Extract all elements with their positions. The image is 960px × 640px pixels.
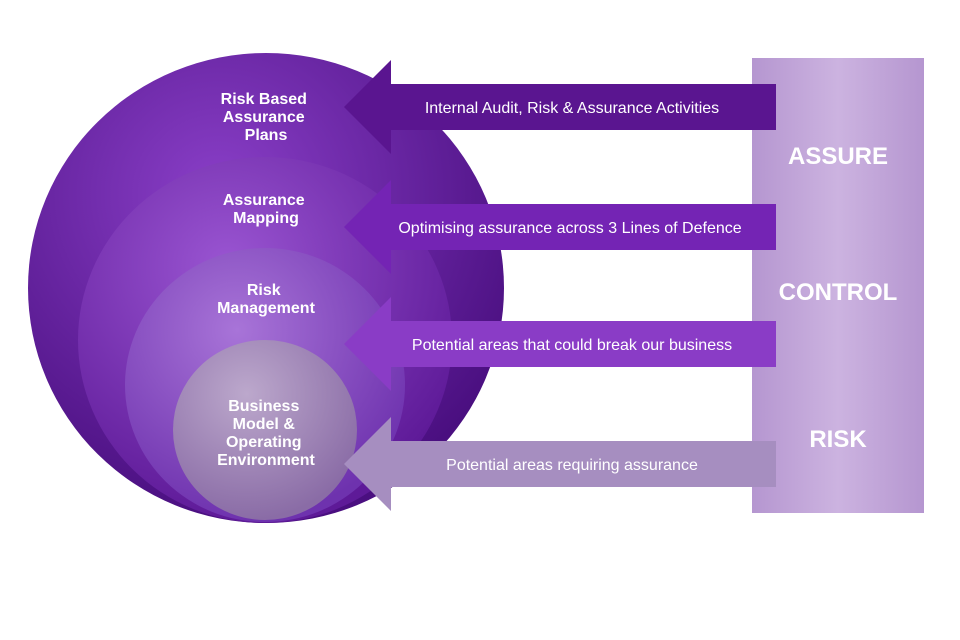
side-bar (752, 58, 924, 513)
arrow-potential-break: Potential areas that could break our bus… (344, 297, 776, 391)
side-label-control: CONTROL (779, 279, 898, 306)
side-label-risk: RISK (809, 426, 867, 453)
arrow-label-requiring-assurance: Potential areas requiring assurance (446, 457, 698, 474)
circle-label-risk-management: Risk Management (217, 282, 315, 317)
arrow-requiring-assurance: Potential areas requiring assurance (344, 417, 776, 511)
arrow-label-internal-audit: Internal Audit, Risk & Assurance Activit… (425, 100, 719, 117)
arrow-label-potential-break: Potential areas that could break our bus… (412, 337, 732, 354)
arrow-internal-audit: Internal Audit, Risk & Assurance Activit… (344, 60, 776, 154)
circle-label-mapping: Assurance Mapping (223, 192, 309, 227)
arrow-label-optimising-assurance: Optimising assurance across 3 Lines of D… (398, 220, 741, 237)
side-label-assure: ASSURE (788, 143, 888, 170)
circle-label-business-model: Business Model & Operating Environment (217, 398, 315, 469)
circle-business-model (173, 340, 357, 520)
circle-label-plans: Risk Based Assurance Plans (221, 91, 312, 144)
arrow-optimising-assurance: Optimising assurance across 3 Lines of D… (344, 180, 776, 274)
